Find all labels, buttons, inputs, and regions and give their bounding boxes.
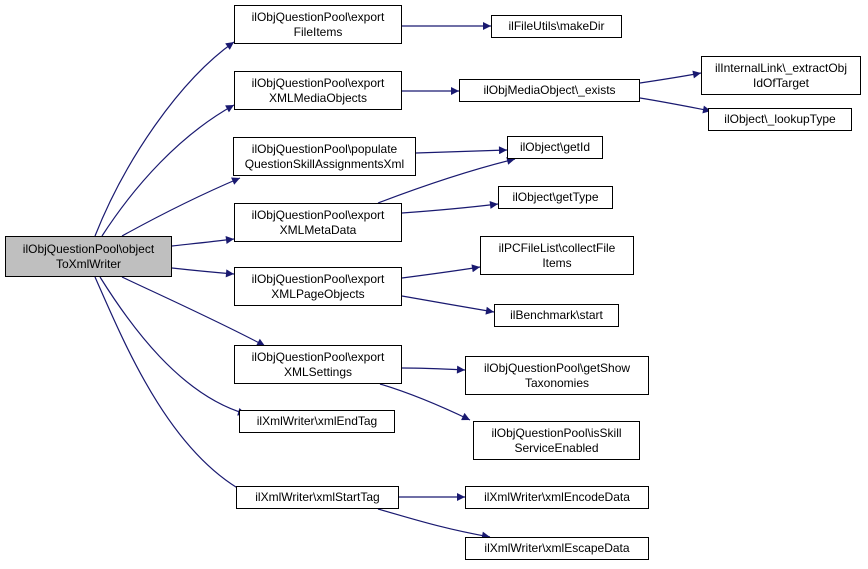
- node-label-line: ilObjQuestionPool\export: [251, 75, 385, 90]
- node-escape-data[interactable]: ilXmlWriter\xmlEscapeData: [465, 537, 649, 560]
- node-label-line: IdOfTarget: [752, 75, 810, 90]
- node-label-line: XMLSettings: [283, 364, 353, 379]
- edge-root-to-xmlEndTag: [99, 276, 247, 416]
- node-label-line: XMLPageObjects: [271, 286, 365, 301]
- edge-mediaExists-to-extractObj: [639, 70, 702, 84]
- node-label-line: FileItems: [293, 24, 343, 39]
- node-label-line: XMLMediaObjects: [268, 90, 368, 105]
- node-xml-start-tag[interactable]: ilXmlWriter\xmlStartTag: [236, 486, 399, 509]
- edge-exportXMLSettings-to-getShowTax: [401, 365, 466, 374]
- node-encode-data[interactable]: ilXmlWriter\xmlEncodeData: [465, 486, 649, 509]
- edge-exportXMLMetaData-to-getType: [401, 200, 499, 214]
- node-label-line: ilInternalLink\_extractObj: [714, 60, 848, 75]
- node-label-line: ilFileUtils\makeDir: [508, 19, 605, 33]
- node-label-line: QuestionSkillAssignmentsXml: [244, 156, 405, 171]
- node-label-line: ilObjQuestionPool\getShow: [483, 360, 631, 375]
- edge-exportXMLPageObjects-to-collectFileItems: [401, 264, 481, 279]
- node-label-line: Taxonomies: [524, 375, 590, 390]
- node-label-line: ilObject\_lookupType: [724, 112, 836, 126]
- edge-root-to-exportXMLPageObjects: [171, 267, 235, 278]
- node-label-line: Items: [542, 255, 572, 270]
- edge-root-to-populateQSA: [121, 177, 241, 237]
- node-label-line: ilObjQuestionPool\export: [251, 271, 385, 286]
- node-label-line: ilObjQuestionPool\export: [251, 9, 385, 24]
- node-label-line: ToXmlWriter: [55, 256, 122, 271]
- edge-mediaExists-to-lookupType: [639, 97, 712, 114]
- node-bench-start[interactable]: ilBenchmark\start: [494, 304, 619, 327]
- node-label-line: ilObjQuestionPool\isSkill: [491, 425, 622, 440]
- node-label-line: ilObjQuestionPool\populate: [251, 141, 398, 156]
- node-get-id[interactable]: ilObject\getId: [507, 136, 603, 159]
- node-media-exists[interactable]: ilObjMediaObject\_exists: [459, 79, 640, 102]
- node-get-type[interactable]: ilObject\getType: [498, 186, 613, 209]
- edge-root-to-xmlStartTag: [94, 276, 251, 496]
- node-label-line: ilObjQuestionPool\export: [251, 207, 385, 222]
- edge-root-to-exportFileItems: [94, 41, 235, 237]
- node-label-line: XMLMetaData: [279, 222, 357, 237]
- node-label-line: ServiceEnabled: [514, 440, 599, 455]
- edge-root-to-exportXMLSettings: [121, 276, 266, 347]
- node-label-line: ilBenchmark\start: [510, 308, 603, 322]
- edge-root-to-exportXMLMetaData: [171, 236, 235, 247]
- node-label-line: ilPCFileList\collectFile: [498, 240, 616, 255]
- node-label-line: ilObjMediaObject\_exists: [483, 83, 616, 97]
- node-label-line: ilXmlWriter\xmlStartTag: [255, 490, 380, 504]
- edge-xmlStartTag-to-escapeData: [377, 508, 491, 540]
- node-label-line: ilXmlWriter\xmlEscapeData: [484, 541, 630, 555]
- node-label-line: ilXmlWriter\xmlEndTag: [256, 414, 378, 428]
- edge-exportXMLPageObjects-to-benchStart: [401, 295, 495, 315]
- edge-root-to-exportXMLMediaObjects: [101, 104, 235, 237]
- edge-exportXMLMetaData-to-getId: [377, 157, 516, 204]
- node-make-dir[interactable]: ilFileUtils\makeDir: [491, 15, 622, 38]
- node-lookup-type[interactable]: ilObject\_lookupType: [708, 108, 852, 131]
- node-xml-end-tag[interactable]: ilXmlWriter\xmlEndTag: [239, 410, 395, 433]
- node-label-line: ilObjQuestionPool\export: [251, 349, 385, 364]
- node-label-line: ilXmlWriter\xmlEncodeData: [484, 490, 630, 504]
- node-label-line: ilObject\getType: [512, 190, 599, 204]
- node-label-line: ilObjQuestionPool\object: [22, 241, 155, 256]
- edge-exportXMLSettings-to-isSkill: [379, 383, 471, 421]
- node-label-line: ilObject\getId: [519, 140, 591, 154]
- edge-populateQSA-to-getId: [415, 146, 508, 155]
